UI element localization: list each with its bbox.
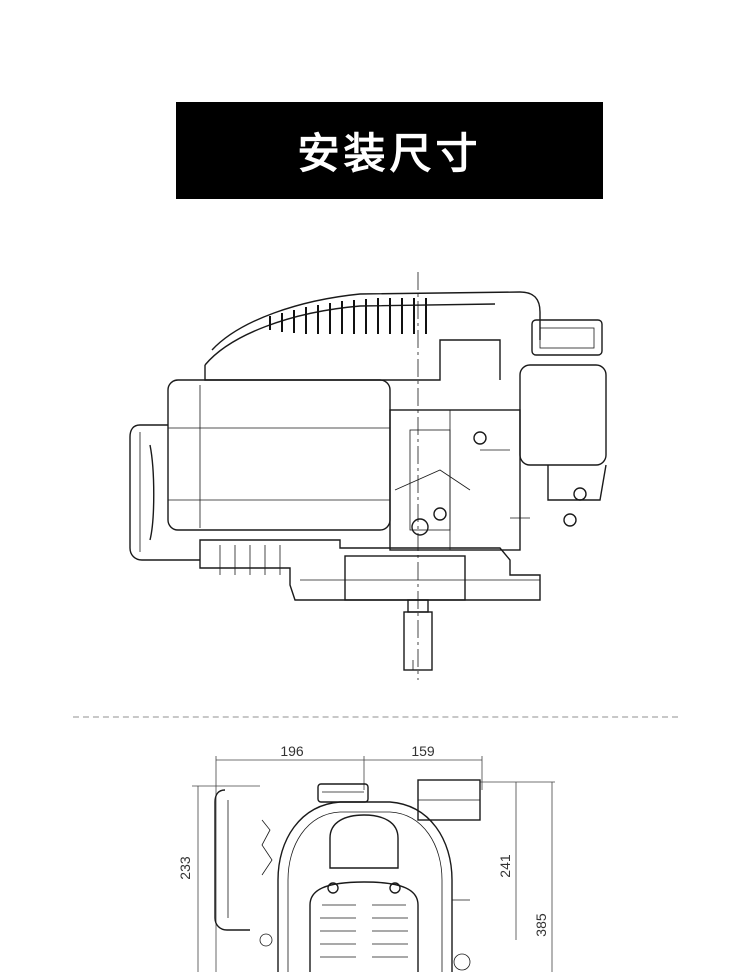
front-grille-slots [320,904,408,958]
dim-height-total: 385 [533,913,549,937]
dim-width-left: 196 [280,743,304,759]
cooling-fins [269,298,427,334]
section-title-bar: 安装尺寸 [176,102,603,199]
dim-width-right: 159 [411,743,435,759]
section-divider [73,716,678,718]
section-title: 安装尺寸 [297,129,482,178]
dim-height-left: 233 [177,856,193,880]
dim-height-right: 241 [497,854,513,878]
